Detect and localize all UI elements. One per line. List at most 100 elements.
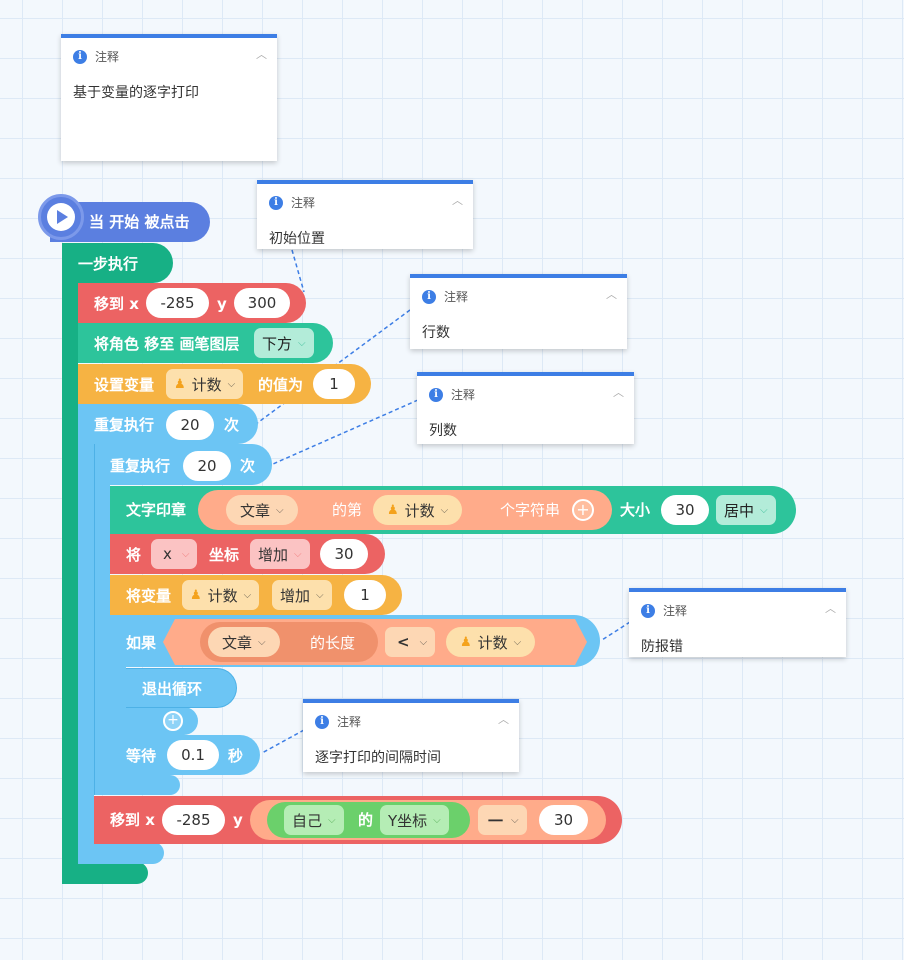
property-dropdown[interactable]: Y坐标 ⌵ [380, 805, 449, 835]
if-op-dropdown[interactable]: < ⌵ [385, 627, 436, 657]
collapse-icon[interactable]: ︿ [452, 194, 463, 207]
chevron-down-icon: ⌵ [243, 589, 252, 601]
if-length-label: 的长度 [310, 634, 356, 652]
note-text: 逐字打印的间隔时间 [315, 750, 441, 766]
chevron-down-icon: ⌵ [316, 589, 324, 601]
variable-icon: ♟ [174, 376, 186, 392]
text-stamp-suffix: 个字符串 [500, 501, 561, 519]
set-variable-value-input[interactable]: 1 [313, 369, 355, 399]
self-value: 自己 [292, 811, 323, 830]
self-of-label: 的 [358, 811, 374, 829]
if-label: 如果 [126, 634, 157, 652]
collapse-icon[interactable]: ︿ [613, 386, 624, 399]
text-stamp-of-label: 的第 [332, 501, 363, 519]
move-to-x-input[interactable]: -285 [146, 288, 209, 318]
move-to-2-label-y: y [233, 811, 243, 829]
set-variable-var-dropdown[interactable]: ♟ 计数 ⌵ [166, 369, 244, 399]
set-variable-var: 计数 [191, 375, 222, 394]
chevron-down-icon: ⌵ [328, 814, 336, 826]
connector-line [291, 249, 305, 293]
variable-icon: ♟ [190, 587, 202, 603]
chevron-down-icon: ⌵ [181, 548, 190, 560]
note-header: 注释 [291, 196, 316, 210]
break-block[interactable] [126, 668, 237, 708]
info-icon: i [641, 603, 655, 618]
collapse-icon[interactable]: ︿ [606, 288, 617, 301]
one-step-arm [62, 283, 78, 865]
connector-line [272, 399, 419, 465]
break-label: 退出循环 [142, 680, 203, 698]
wait-unit: 秒 [228, 747, 244, 765]
set-variable-label: 设置变量 [94, 376, 155, 394]
math-op-dropdown[interactable]: 一 ⌵ [478, 805, 527, 835]
chevron-down-icon: ⌵ [760, 504, 768, 516]
move-to-label-x: 移到 x [94, 295, 139, 313]
chevron-down-icon: ⌵ [419, 636, 428, 648]
text-stamp-label: 文字印章 [126, 501, 187, 519]
text-source-dropdown[interactable]: 文章 ⌵ [226, 495, 298, 525]
connector-line [255, 309, 411, 425]
note-header: 注释 [444, 290, 469, 304]
play-icon[interactable] [38, 194, 84, 240]
self-dropdown[interactable]: 自己 ⌵ [284, 805, 344, 835]
one-step-label: 一步执行 [78, 255, 139, 273]
chevron-down-icon: ⌵ [440, 504, 449, 516]
if-foot [110, 707, 198, 735]
math-value-input[interactable]: 30 [539, 805, 588, 835]
info-icon: i [422, 289, 436, 304]
stamp-index-var: 计数 [404, 501, 435, 520]
note-text: 防报错 [641, 639, 683, 655]
change-variable-op-dropdown[interactable]: 增加 ⌵ [272, 580, 332, 610]
change-variable-var-dropdown[interactable]: ♟ 计数 ⌵ [182, 580, 260, 610]
collapse-icon[interactable]: ︿ [498, 713, 509, 726]
chevron-down-icon: ⌵ [276, 504, 284, 516]
chevron-down-icon: ⌵ [294, 548, 302, 560]
one-step-header[interactable] [62, 243, 173, 283]
text-stamp-align-dropdown[interactable]: 居中 ⌵ [716, 495, 776, 525]
move-to-2-x-input[interactable]: -285 [162, 805, 225, 835]
change-x-axis-dropdown[interactable]: x ⌵ [151, 539, 198, 569]
repeat-outer-unit: 次 [224, 416, 240, 434]
repeat-outer-count-input[interactable]: 20 [166, 410, 214, 440]
chevron-down-icon: ⌵ [511, 814, 519, 826]
chevron-down-icon: ⌵ [513, 636, 522, 648]
variable-icon: ♟ [460, 634, 472, 650]
variable-icon: ♟ [387, 502, 399, 518]
stamp-index-var-dropdown[interactable]: ♟ 计数 ⌵ [373, 495, 463, 525]
change-x-label2: 坐标 [209, 546, 240, 564]
move-to-label-y: y [217, 295, 227, 313]
if-var-dropdown[interactable]: ♟ 计数 ⌵ [446, 627, 536, 657]
collapse-icon[interactable]: ︿ [825, 602, 836, 615]
property-value: Y坐标 [388, 811, 428, 830]
pen-layer-dropdown[interactable]: 下方 ⌵ [254, 328, 314, 358]
wait-value-input[interactable]: 0.1 [167, 740, 219, 770]
info-icon: i [269, 195, 283, 210]
repeat-outer-label: 重复执行 [94, 416, 155, 434]
if-source-dropdown[interactable]: 文章 ⌵ [208, 627, 280, 657]
note-text: 列数 [429, 423, 457, 439]
set-variable-label2: 的值为 [258, 376, 304, 394]
if-op: < [397, 633, 410, 651]
change-variable-value-input[interactable]: 1 [344, 580, 386, 610]
hat-label: 当 开始 被点击 [89, 213, 190, 231]
repeat-inner-label: 重复执行 [110, 457, 171, 475]
add-branch-icon[interactable]: + [163, 711, 183, 731]
text-stamp-align: 居中 [724, 501, 755, 520]
repeat-inner-unit: 次 [240, 457, 256, 475]
collapse-icon[interactable]: ︿ [256, 48, 267, 61]
repeat-inner-count-input[interactable]: 20 [183, 451, 231, 481]
text-stamp-size-input[interactable]: 30 [661, 495, 709, 525]
change-x-op-dropdown[interactable]: 增加 ⌵ [250, 539, 310, 569]
chevron-down-icon: ⌵ [227, 378, 236, 390]
add-param-icon[interactable]: + [572, 499, 594, 521]
change-x-value-input[interactable]: 30 [320, 539, 368, 569]
wait-label: 等待 [126, 747, 157, 765]
move-to-y-input[interactable]: 300 [234, 288, 290, 318]
